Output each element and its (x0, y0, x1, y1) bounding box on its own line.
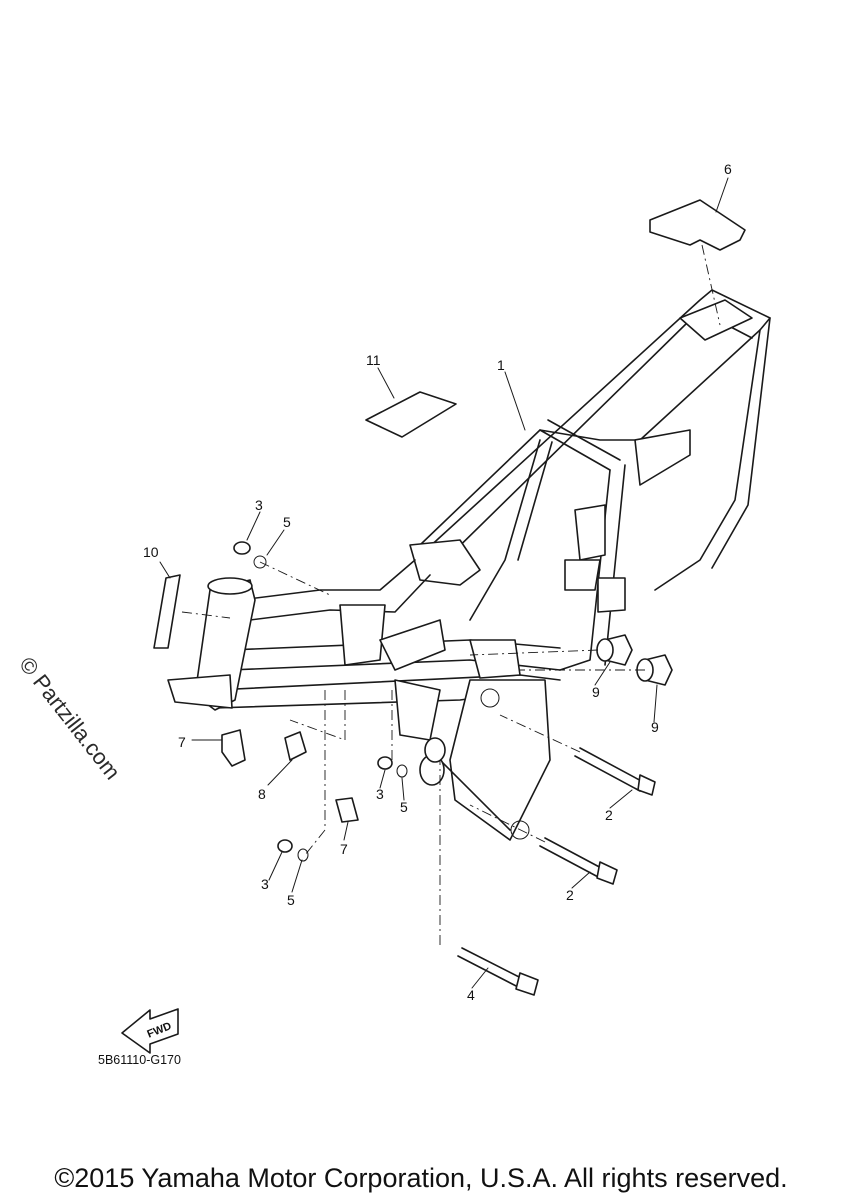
callout-labels: 1 2 2 3 3 3 4 5 5 5 6 7 7 8 9 9 10 11 (143, 161, 732, 1003)
callout-10: 10 (143, 544, 159, 560)
long-bolt-parts (539, 747, 656, 885)
callout-7b: 7 (340, 841, 348, 857)
leader-lines (159, 177, 729, 989)
copyright-notice: ©2015 Yamaha Motor Corporation, U.S.A. A… (54, 1163, 788, 1193)
label-strip-part (153, 574, 181, 649)
callout-3a: 3 (255, 497, 263, 513)
callout-4: 4 (467, 987, 475, 1003)
fwd-arrow-icon (121, 1008, 179, 1054)
callout-5a: 5 (283, 514, 291, 530)
callout-6: 6 (724, 161, 732, 177)
callout-3b: 3 (376, 786, 384, 802)
lower-bolt-part (457, 947, 539, 996)
label-sticker-part (365, 391, 457, 438)
main-frame (167, 289, 771, 841)
callout-9a: 9 (592, 684, 600, 700)
callout-9b: 9 (651, 719, 659, 735)
seat-bracket-part (649, 199, 746, 251)
callout-7a: 7 (178, 734, 186, 750)
alignment-lines (181, 244, 721, 945)
callout-5b: 5 (400, 799, 408, 815)
nuts-and-washers (233, 541, 408, 862)
callout-1: 1 (497, 357, 505, 373)
callout-2b: 2 (566, 887, 574, 903)
callout-2a: 2 (605, 807, 613, 823)
bushing-parts (596, 634, 673, 686)
callout-5c: 5 (287, 892, 295, 908)
callout-3c: 3 (261, 876, 269, 892)
callout-11: 11 (366, 352, 381, 368)
clamp-parts (221, 729, 359, 823)
diagram-code: 5B61110-G170 (98, 1053, 181, 1067)
callout-8: 8 (258, 786, 266, 802)
